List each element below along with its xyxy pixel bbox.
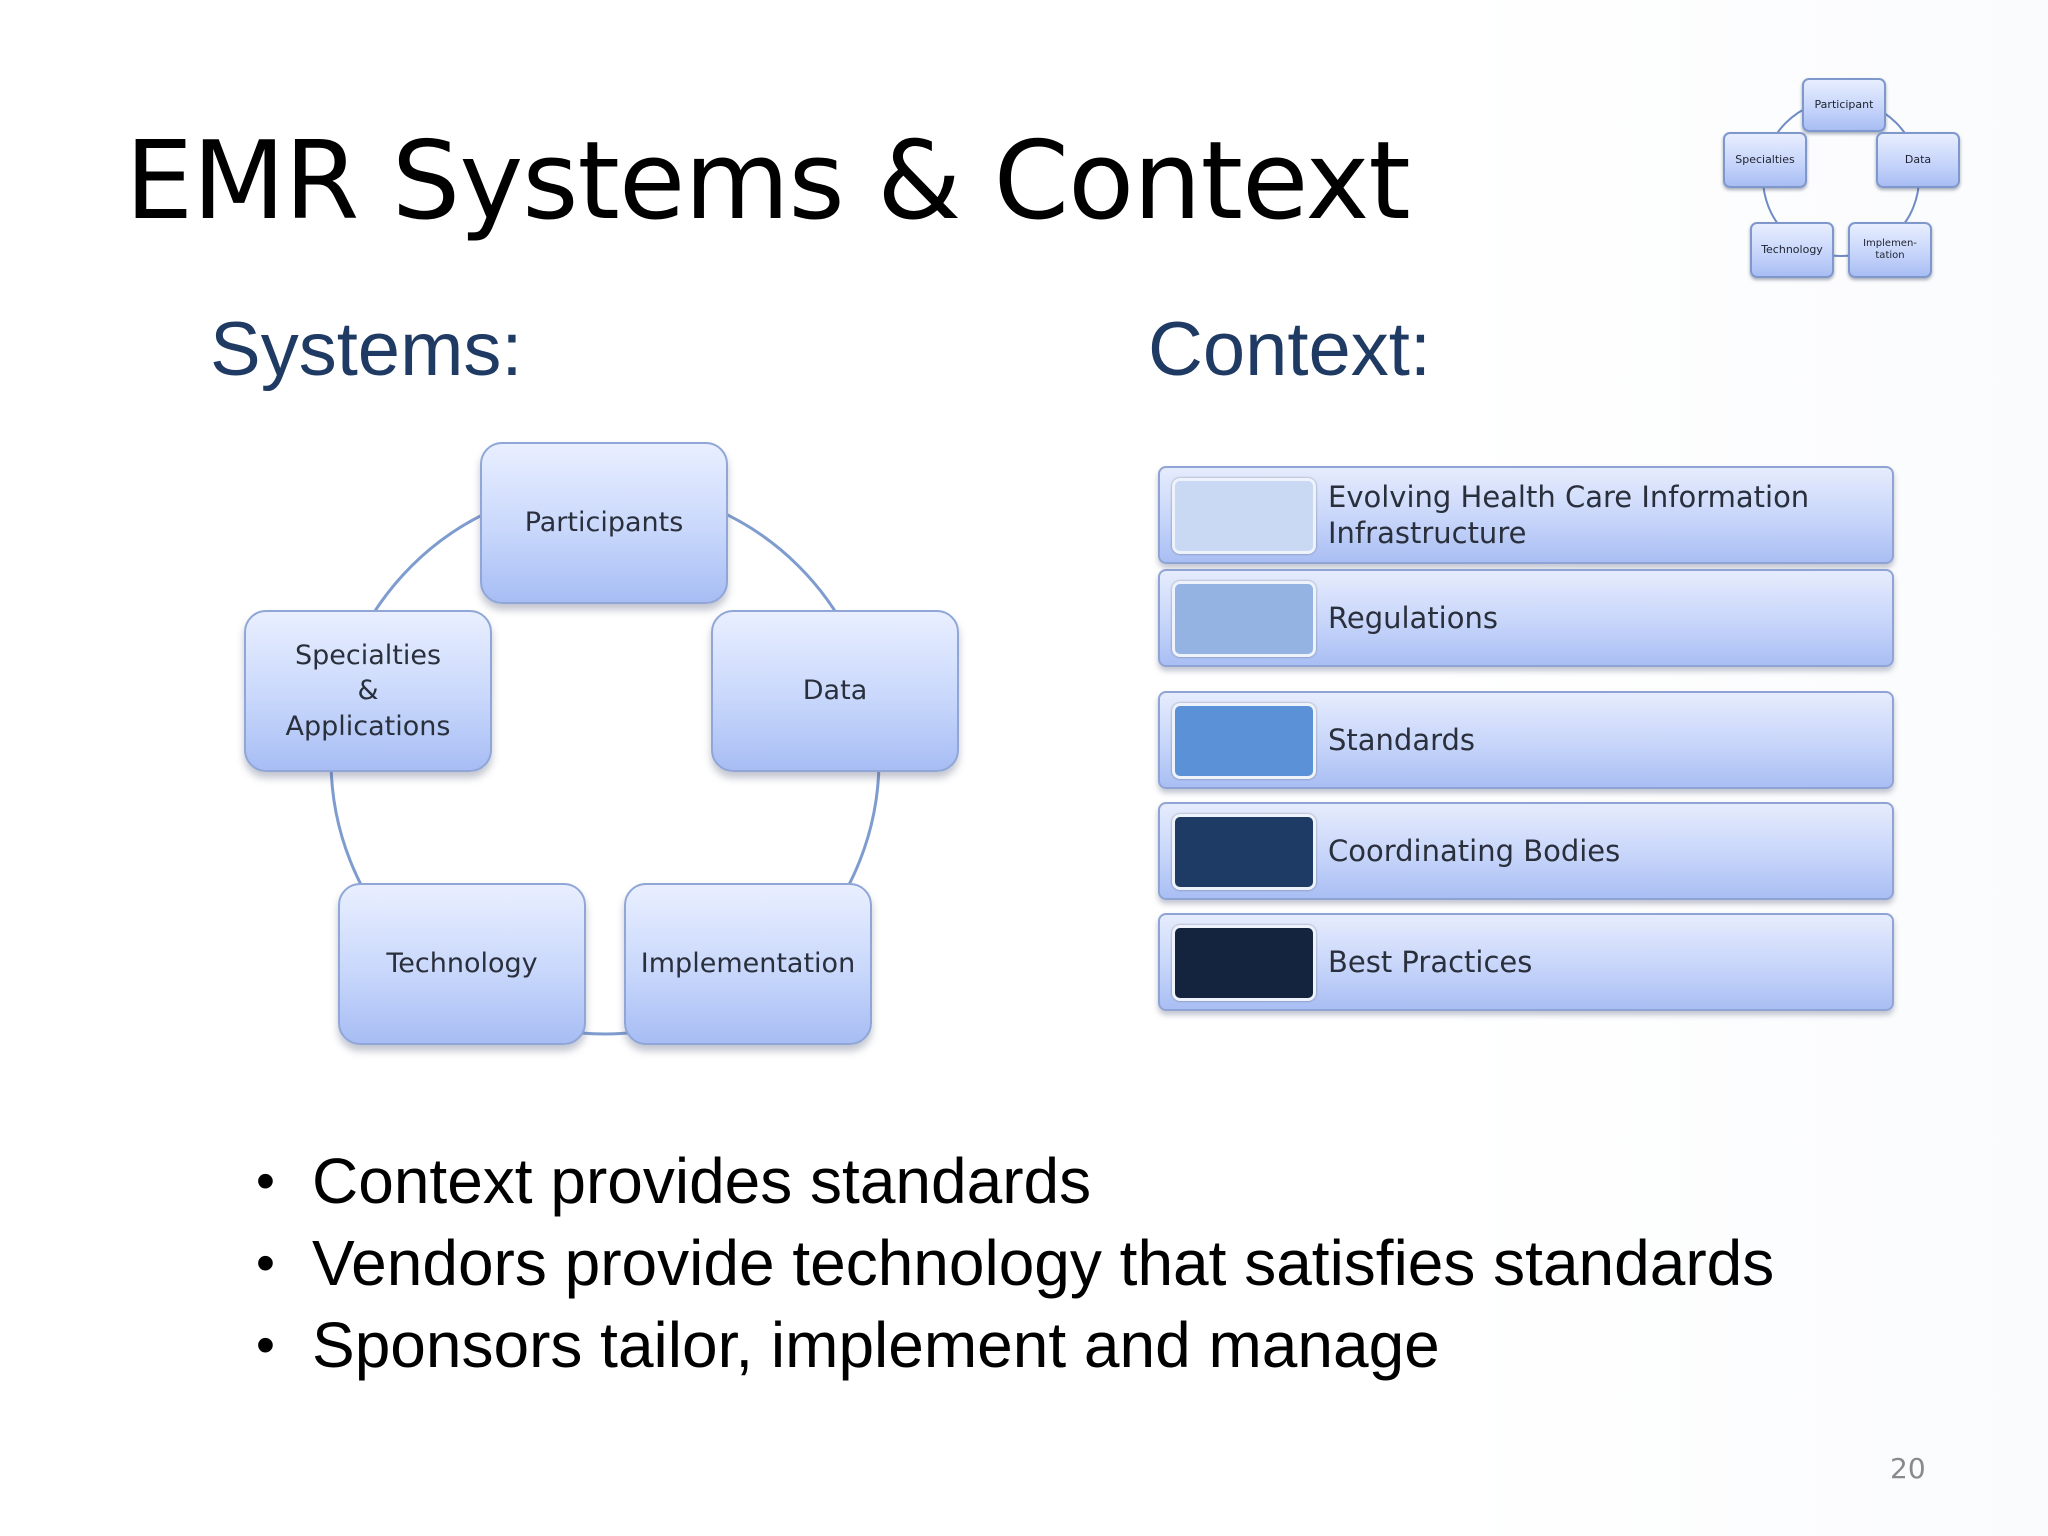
data-label: Data: [802, 675, 868, 707]
context-label-regulations: Regulations: [1328, 600, 1498, 635]
context-swatch-regulations: [1172, 581, 1316, 657]
bullet-text: Context provides standards: [312, 1145, 1092, 1217]
mini-specialties-node: Specialties: [1723, 132, 1807, 188]
mini-participant-node: Participant: [1802, 78, 1886, 132]
mini-participant-label: Participant: [1814, 98, 1874, 112]
context-swatch-best-practices: [1172, 925, 1316, 1001]
context-row-best-practices: Best Practices: [1158, 913, 1894, 1011]
bullet-item: • Sponsors tailor, implement and manage: [256, 1304, 1774, 1386]
context-row-infrastructure: Evolving Health Care Information Infrast…: [1158, 466, 1894, 564]
context-swatch-standards: [1172, 703, 1316, 779]
context-label-coordinating-bodies: Coordinating Bodies: [1328, 833, 1621, 868]
context-label-standards: Standards: [1328, 722, 1476, 757]
bullet-dot-icon: •: [256, 1233, 275, 1293]
specialties-node: Specialties & Applications: [244, 610, 492, 772]
data-node: Data: [711, 610, 959, 772]
specialties-label: Specialties & Applications: [285, 640, 451, 742]
systems-heading: Systems:: [210, 307, 523, 392]
context-row-coordinating-bodies: Coordinating Bodies: [1158, 802, 1894, 900]
bullet-dot-icon: •: [256, 1151, 275, 1211]
mini-implementation-label: Implemen-tation: [1863, 238, 1917, 261]
bullet-text: Vendors provide technology that satisfie…: [312, 1227, 1775, 1299]
context-label-best-practices: Best Practices: [1328, 944, 1533, 979]
mini-data-node: Data: [1876, 132, 1960, 188]
mini-cycle-diagram: Participant Data Implemen-tation Technol…: [1720, 74, 1970, 286]
context-swatch-infrastructure: [1172, 478, 1316, 554]
bullet-item: • Vendors provide technology that satisfi…: [256, 1222, 1774, 1304]
implementation-label: Implementation: [640, 948, 856, 980]
mini-data-label: Data: [1904, 153, 1932, 167]
context-row-regulations: Regulations: [1158, 569, 1894, 667]
participants-node: Participants: [480, 442, 728, 604]
mini-specialties-label: Specialties: [1735, 153, 1795, 167]
bullet-list: • Context provides standards • Vendors pro…: [256, 1140, 1774, 1386]
context-swatch-coordinating-bodies: [1172, 814, 1316, 890]
bullet-text: Sponsors tailor, implement and manage: [312, 1309, 1440, 1381]
participants-label: Participants: [524, 507, 684, 539]
page-number: 20: [1890, 1452, 1926, 1485]
bullet-dot-icon: •: [256, 1315, 275, 1375]
context-row-standards: Standards: [1158, 691, 1894, 789]
implementation-node: Implementation: [624, 883, 872, 1045]
systems-cycle-diagram: Participants Data Implementation Technol…: [230, 430, 990, 1070]
bullet-item: • Context provides standards: [256, 1140, 1774, 1222]
slide-title: EMR Systems & Context: [125, 119, 1411, 244]
technology-label: Technology: [386, 948, 538, 980]
mini-technology-label: Technology: [1761, 243, 1823, 257]
mini-technology-node: Technology: [1750, 222, 1834, 278]
technology-node: Technology: [338, 883, 586, 1045]
context-label-infrastructure: Evolving Health Care Information Infrast…: [1328, 479, 1810, 550]
mini-implementation-node: Implemen-tation: [1848, 222, 1932, 278]
context-heading: Context:: [1148, 307, 1432, 392]
